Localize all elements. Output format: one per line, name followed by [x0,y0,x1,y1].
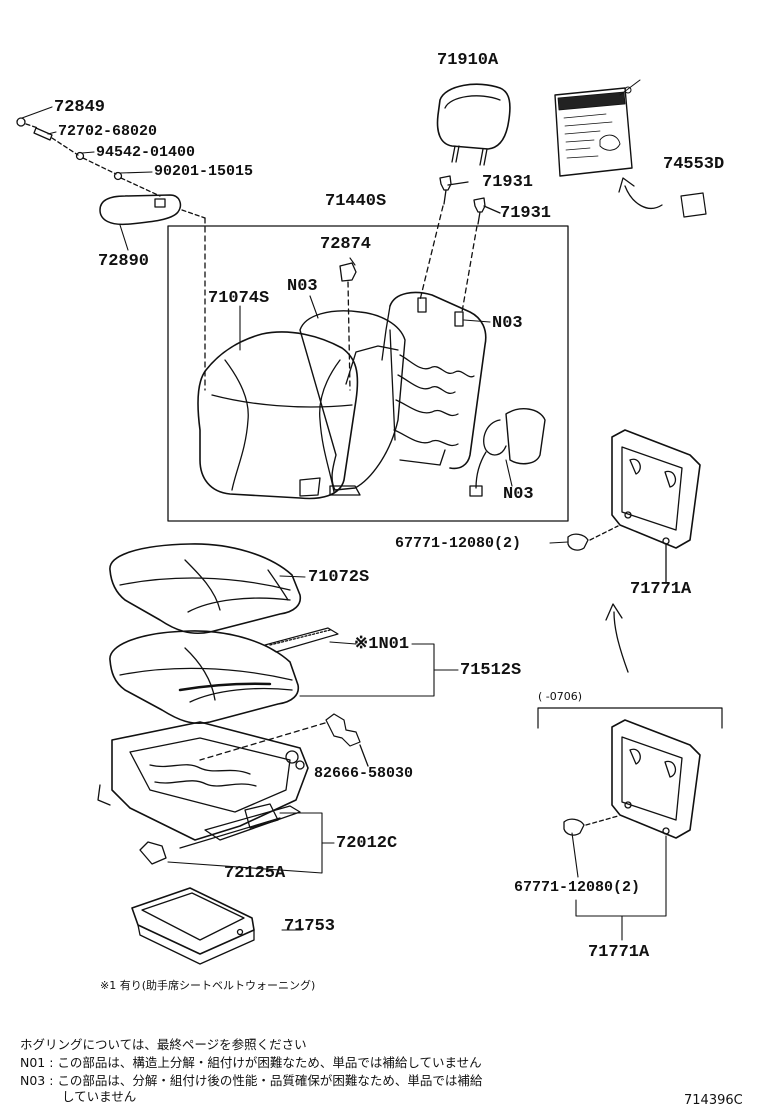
label-71753: 71753 [284,917,336,936]
label-72012c: 72012C [336,834,398,853]
seatback-cover-drawing [197,331,359,500]
label-n03-b: N03 [492,314,523,333]
label-72874: 72874 [320,235,372,254]
leader-lines [21,106,667,941]
label-n01: ※1N01 [354,635,410,654]
label-71512s: 71512S [460,661,522,680]
note-hog-ring: ホグリングについては、最終ページを参照ください [20,1037,307,1052]
seat-cushion-pad-drawing [109,630,300,725]
label-94542-01400: 94542-01400 [96,144,196,161]
label-n03-a: N03 [287,277,318,296]
label-74553d-drawing [680,192,707,218]
fasteners-drawing [16,117,123,181]
diagram-id: 714396C [684,1093,743,1108]
headrest-guide-drawing [439,175,486,225]
headrest-drawing [436,83,511,166]
label-72890: 72890 [98,252,150,271]
label-71931-a: 71931 [482,173,534,192]
seat-back-group-box [167,225,569,522]
label-71910a: 71910A [437,51,499,70]
side-airbag-drawing [469,408,546,497]
label-74553d: 74553D [663,155,725,174]
seat-cushion-cover-drawing [109,543,302,635]
seatback-frame-drawing [381,291,487,470]
back-board-lower-drawing [611,719,701,839]
label-71771a-upper: 71771A [630,580,692,599]
note-n03-cont: していません [62,1089,137,1104]
label-71072s: 71072S [308,568,370,587]
footnote-1: ※1 有り(助手席シートベルトウォーニング) [100,979,316,992]
label-67771-12080-lower: 67771-12080(2) [514,879,641,896]
label-71074s: 71074S [208,289,270,308]
warning-label-drawing [554,79,641,177]
storage-tray-drawing [131,887,255,965]
note-n01: N01 : この部品は、構造上分解・組付けが困難なため、単品では補給していません [20,1055,482,1070]
label-72702-68020: 72702-68020 [58,123,158,140]
seatback-pad-drawing [299,310,406,496]
note-n03: N03 : この部品は、分解・組付け後の性能・品質確保が困難なため、単品では補給 [20,1073,483,1088]
bracket-72125a-drawing [139,841,167,865]
bracket-72874-drawing [339,262,357,282]
label-72125a: 72125A [224,864,286,883]
label-71931-b: 71931 [500,204,552,223]
sensor-mat-drawing [264,627,339,653]
back-board-upper-drawing [611,429,701,549]
label-n03-c: N03 [503,485,534,504]
wire-harness-drawing [325,713,361,747]
label-71440s: 71440S [325,192,387,211]
label-82666-58030: 82666-58030 [314,765,414,782]
label-67771-12080-upper: 67771-12080(2) [395,535,522,552]
armrest-drawing [99,194,182,226]
label-90201-15015: 90201-15015 [154,163,254,180]
seat-frame-drawing [97,721,309,849]
label-range: ( -0706) [538,690,583,703]
label-72849: 72849 [54,98,106,117]
label-71771a-lower: 71771A [588,943,650,962]
